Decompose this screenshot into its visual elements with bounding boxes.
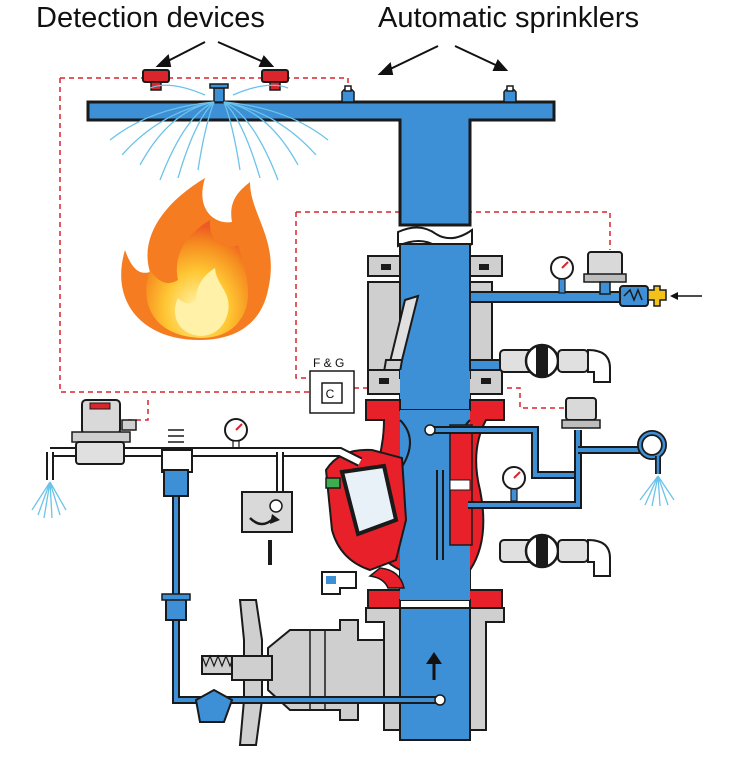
sprinkler-head-icon xyxy=(209,83,517,103)
label-arrows xyxy=(155,41,509,75)
signal-line xyxy=(59,77,611,421)
nozzle-icon xyxy=(31,430,675,519)
arrow-up-icon xyxy=(426,652,442,680)
trim-piping xyxy=(46,426,640,704)
tap-point xyxy=(434,694,446,706)
ball-valve-icon xyxy=(499,343,611,577)
riser-upper xyxy=(367,243,503,415)
fg-box xyxy=(309,370,355,414)
handwheel-icon xyxy=(231,599,273,746)
detection-devices-label: Detection devices xyxy=(36,2,265,34)
heat-detector-icon xyxy=(142,69,289,91)
trim-strainer xyxy=(161,429,234,723)
fg-label: F & G xyxy=(313,356,345,370)
drain-actuator xyxy=(241,491,293,533)
tap-point xyxy=(424,424,436,436)
small-check-valve xyxy=(321,571,357,595)
flame-icon xyxy=(121,178,271,340)
c-box-label: C xyxy=(325,387,335,401)
pressure-switch-lower xyxy=(561,397,601,429)
inlet-check-valve xyxy=(619,285,702,307)
automatic-sprinklers-label: Automatic sprinklers xyxy=(378,2,640,34)
solenoid-valve-icon xyxy=(71,399,137,465)
pressure-gauge-icon xyxy=(224,256,574,502)
deluge-valve xyxy=(361,399,505,609)
pressure-switch xyxy=(583,251,627,295)
water-spray xyxy=(109,84,329,181)
diaphragm-chamber xyxy=(324,448,408,589)
